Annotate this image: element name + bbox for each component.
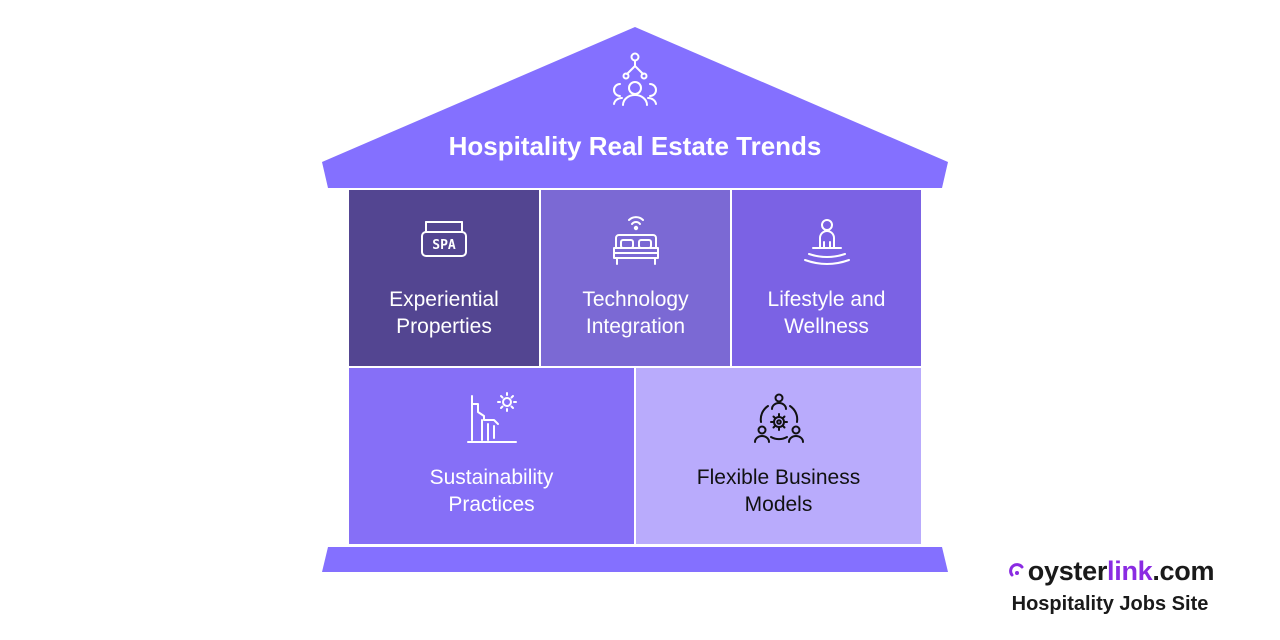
cell-bg-experiential: [349, 190, 539, 366]
roof: [322, 27, 948, 188]
oyster-logo-icon: [1008, 562, 1024, 576]
brand-name: oysterlink.com: [1027, 556, 1215, 587]
brand-name-part3: .com: [1152, 556, 1215, 586]
cell-label-line: Sustainability: [429, 466, 554, 489]
svg-text:SPA: SPA: [432, 238, 456, 253]
cell-label-line: Practices: [448, 493, 535, 516]
waterfall-sun-icon: [466, 392, 517, 443]
cell-bg-technology: [541, 190, 730, 366]
cell-flexible-business-models: Flexible Business Models: [636, 368, 921, 544]
cell-sustainability-practices: Sustainability Practices: [349, 368, 634, 544]
base: [322, 547, 948, 572]
brand-tagline: Hospitality Jobs Site: [1011, 593, 1209, 615]
smart-bed-icon: [612, 216, 659, 265]
team-gear-icon: [753, 393, 804, 443]
person-network-icon: [613, 52, 657, 106]
cell-label-line: Integration: [585, 315, 686, 338]
cell-label-line: Properties: [396, 315, 492, 338]
cell-bg-flexible: [636, 368, 921, 544]
cell-lifestyle-wellness: Lifestyle and Wellness: [732, 190, 921, 366]
cell-label-line: Flexible Business: [696, 466, 861, 489]
diagram-title: Hospitality Real Estate Trends: [448, 131, 822, 161]
cell-label-line: Wellness: [784, 315, 869, 338]
cell-label-line: Lifestyle and: [767, 288, 886, 311]
cell-label-line: Technology: [582, 288, 689, 311]
cell-experiential-properties: SPA Experiential Properties: [349, 190, 539, 366]
cell-bg-sustainability: [349, 368, 634, 544]
brand-name-part1: oyster: [1027, 556, 1108, 586]
meditation-icon: [803, 219, 850, 265]
cell-label-line: Models: [744, 493, 813, 516]
brand-name-part2: link: [1107, 556, 1153, 586]
brand-logo: oysterlink.com Hospitality Jobs Site: [980, 556, 1240, 616]
cell-label-line: Experiential: [389, 288, 499, 311]
cell-technology-integration: Technology Integration: [541, 190, 730, 366]
spa-sign-icon: SPA: [421, 221, 467, 257]
